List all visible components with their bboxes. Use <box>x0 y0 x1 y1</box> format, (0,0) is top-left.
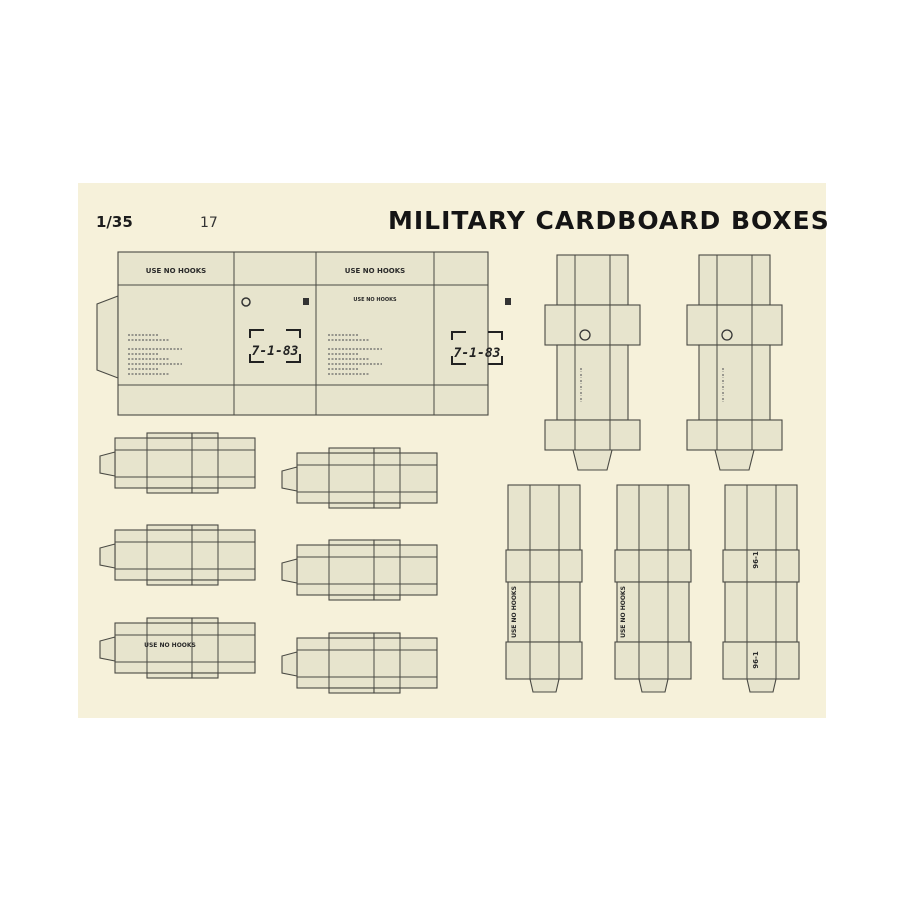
box-net <box>296 544 438 596</box>
box-flap <box>328 502 375 509</box>
stamp-frame <box>451 331 503 365</box>
box-net <box>114 529 256 581</box>
stamp-frame <box>249 329 301 363</box>
sheet-title: MILITARY CARDBOARD BOXES <box>388 206 830 235</box>
box-flap <box>373 502 401 509</box>
small-box-label: USE NO HOOKS <box>144 642 196 649</box>
large-box-label: USE NO HOOKS <box>146 267 206 275</box>
box-band <box>686 304 783 346</box>
box-band <box>544 304 641 346</box>
glue-flap <box>281 466 298 492</box>
glue-flap <box>714 449 755 471</box>
vertical-box-label: USE NO HOOKS <box>620 586 627 638</box>
date-stamp: 7-1-83 <box>252 344 299 359</box>
box-flap <box>373 632 401 639</box>
box-flap <box>146 524 193 531</box>
glue-flap <box>96 295 119 379</box>
glue-flap <box>638 678 669 693</box>
box-flap <box>191 524 219 531</box>
box-flap <box>191 672 219 679</box>
box-panel <box>724 581 798 643</box>
box-flap <box>373 594 401 601</box>
box-net <box>296 452 438 504</box>
box-band <box>505 549 583 583</box>
box-panel <box>616 581 690 643</box>
box-flap <box>146 487 193 494</box>
box-net <box>114 437 256 489</box>
box-templates <box>96 251 800 694</box>
glue-flap <box>572 449 613 471</box>
scale-label: 1/35 <box>96 213 133 231</box>
box-flap <box>146 579 193 586</box>
box-flap <box>191 617 219 624</box>
box-flap <box>373 539 401 546</box>
box-panel <box>616 484 690 551</box>
emblem-icon <box>579 329 591 341</box>
page-number: 17 <box>200 215 218 231</box>
box-flap <box>146 432 193 439</box>
box-flap <box>328 687 375 694</box>
box-net <box>296 637 438 689</box>
emblem-icon <box>721 329 733 341</box>
box-panel <box>698 344 771 421</box>
box-flap <box>328 447 375 454</box>
glue-flap <box>281 651 298 677</box>
weight-icon <box>303 298 309 305</box>
box-panel <box>698 254 771 306</box>
box-flap <box>373 687 401 694</box>
date-stamp: 7-1-83 <box>454 346 501 361</box>
box-panel <box>724 484 798 551</box>
glue-flap <box>281 558 298 584</box>
glue-flap <box>99 451 116 477</box>
box-panel <box>556 254 629 306</box>
glue-flap <box>746 678 777 693</box>
glue-flap <box>529 678 560 693</box>
box-flap <box>373 447 401 454</box>
box-band <box>686 419 783 451</box>
emblem-icon <box>241 297 251 307</box>
box-band <box>722 549 800 583</box>
box-flap <box>191 487 219 494</box>
box-net <box>114 622 256 674</box>
box-band <box>722 641 800 680</box>
glue-flap <box>99 543 116 569</box>
weight-icon <box>505 298 511 305</box>
box-band <box>614 641 692 680</box>
box-flap <box>191 579 219 586</box>
box-band <box>544 419 641 451</box>
box-flap <box>191 432 219 439</box>
box-flap <box>146 672 193 679</box>
box-band <box>614 549 692 583</box>
box-panel <box>556 344 629 421</box>
large-box-side-label: USE NO HOOKS <box>353 297 397 303</box>
vertical-box-code: 96-1 <box>752 651 760 669</box>
vertical-box-code: 96-1 <box>752 551 760 569</box>
box-panel <box>507 484 581 551</box>
vertical-box-label: USE NO HOOKS <box>511 586 518 638</box>
glue-flap <box>99 636 116 662</box>
large-box-label: USE NO HOOKS <box>345 267 405 275</box>
box-flap <box>328 632 375 639</box>
large-box-net <box>117 251 489 416</box>
box-band <box>505 641 583 680</box>
box-panel <box>507 581 581 643</box>
box-flap <box>328 594 375 601</box>
box-flap <box>328 539 375 546</box>
box-flap <box>146 617 193 624</box>
